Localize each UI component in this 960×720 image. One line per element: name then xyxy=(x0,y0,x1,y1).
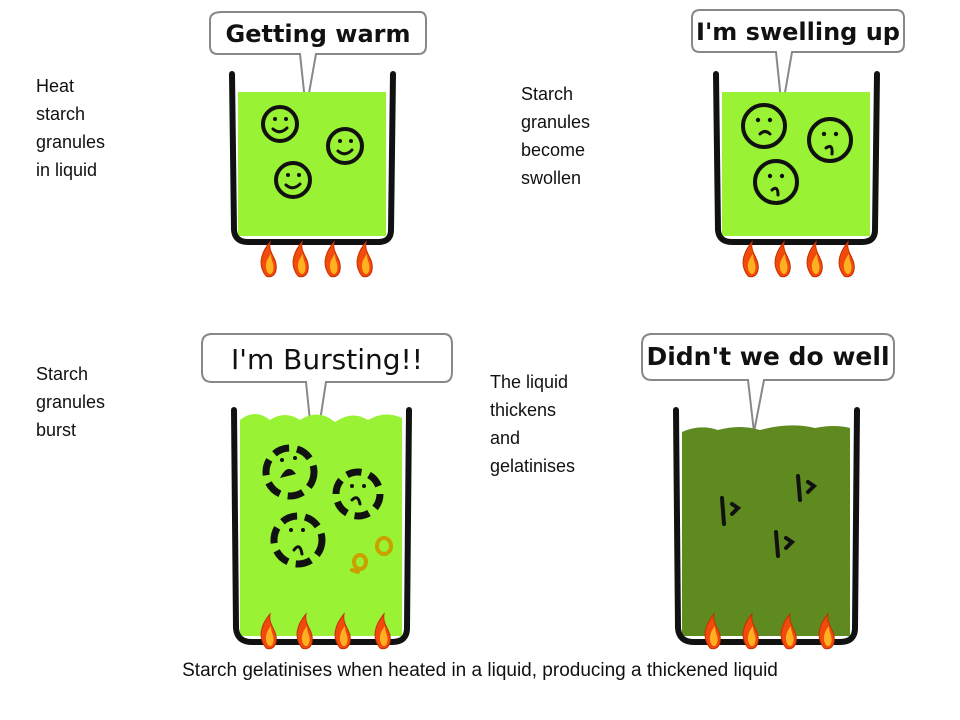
diagram-caption: Starch gelatinises when heated in a liqu… xyxy=(182,660,778,681)
speech-text: Didn't we do well xyxy=(646,342,889,371)
panel-swelling-up: I'm swelling up xyxy=(691,9,905,278)
panel-getting-warm: Getting warm xyxy=(209,11,427,278)
burst-granule xyxy=(332,468,384,520)
swollen-granule xyxy=(741,103,787,149)
burst-granule xyxy=(270,512,326,568)
swollen-granule xyxy=(753,159,799,205)
starch-granule xyxy=(326,127,364,165)
step-label-gelatinise: The liquid thickens and gelatinises xyxy=(490,372,576,476)
pan xyxy=(673,407,860,645)
speech-text: I'm Bursting!! xyxy=(231,343,423,376)
speech-bubble: I'm Bursting!! xyxy=(201,333,453,461)
flames xyxy=(260,241,373,278)
starch-granule xyxy=(261,105,299,143)
step-label-swollen: Starch granules become swollen xyxy=(521,84,591,188)
starch-fragments xyxy=(350,536,393,574)
speech-text: I'm swelling up xyxy=(696,18,900,46)
pan xyxy=(229,71,396,245)
pan xyxy=(713,71,880,245)
burst-granule xyxy=(262,444,318,500)
panel-did-well: Didn't we do well xyxy=(641,333,895,650)
flames xyxy=(742,241,855,278)
speech-bubble: Getting warm xyxy=(209,11,427,111)
gel-strands xyxy=(720,474,818,558)
step-label-burst: Starch granules burst xyxy=(36,364,106,440)
starch-granule xyxy=(274,161,312,199)
pan xyxy=(231,407,412,645)
speech-bubble: Didn't we do well xyxy=(641,333,895,433)
swollen-granule xyxy=(807,117,853,163)
speech-bubble: I'm swelling up xyxy=(691,9,905,111)
step-label-heat: Heat starch granules in liquid xyxy=(36,76,106,180)
speech-text: Getting warm xyxy=(226,20,411,48)
panel-bursting: I'm Bursting!! xyxy=(201,333,453,650)
